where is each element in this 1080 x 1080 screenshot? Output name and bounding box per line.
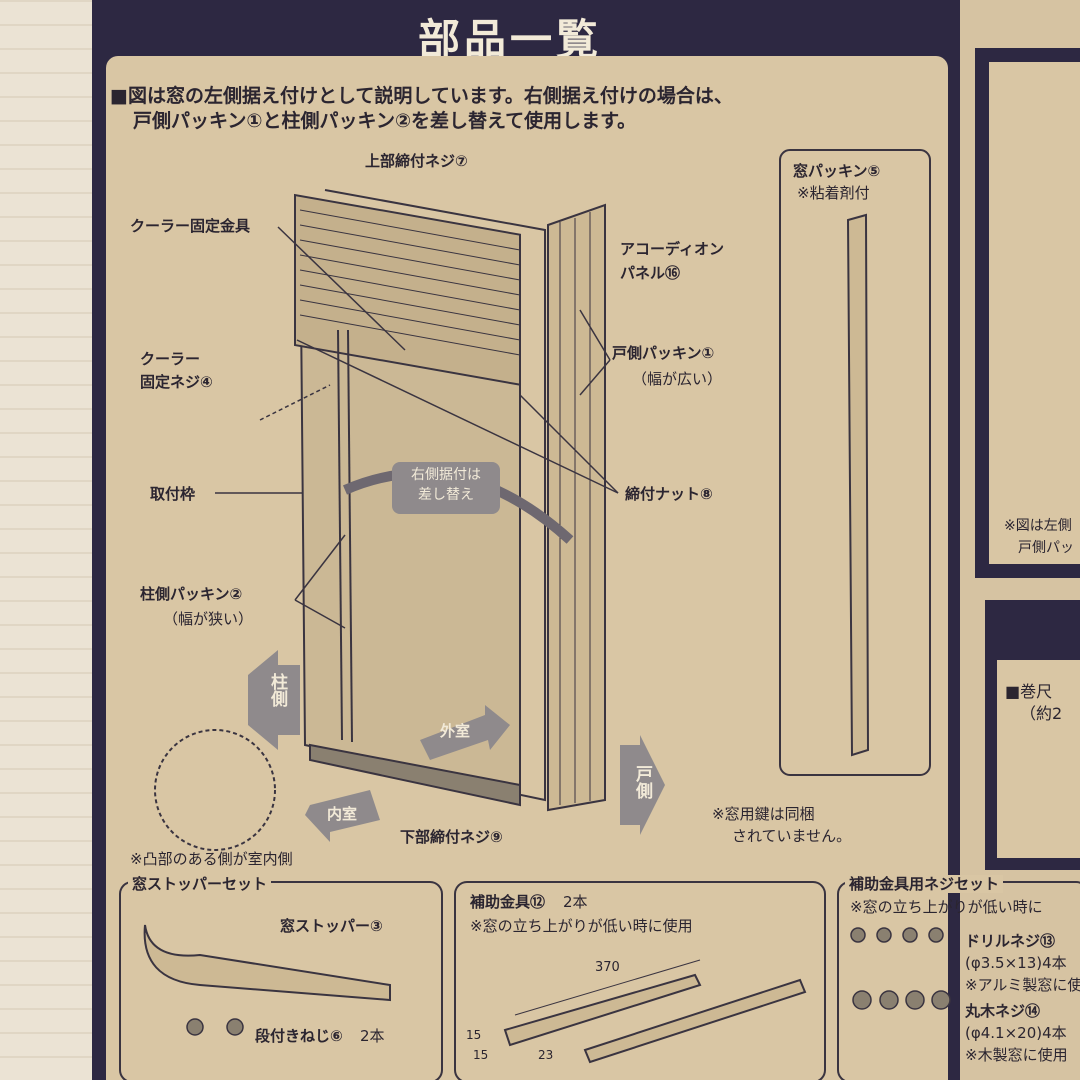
intro-line-2: 戸側パッキン①と柱側パッキン②を差し替えて使用します。 bbox=[133, 110, 637, 132]
right-note-2: 戸側パッ bbox=[1018, 540, 1074, 556]
dim-depth: 23 bbox=[538, 1048, 554, 1062]
wood-screw-note: ※木製窓に使用 bbox=[965, 1046, 1068, 1064]
right-panel-top bbox=[975, 48, 1080, 578]
wood-screw-spec: (φ4.1×20)4本 bbox=[965, 1024, 1067, 1042]
aux-bracket-note: ※窓の立ち上がりが低い時に使用 bbox=[470, 917, 693, 935]
drill-screw-note: ※アルミ製窓に使 bbox=[965, 976, 1080, 994]
stopper-set-heading: 窓ストッパーセット bbox=[128, 875, 272, 893]
label-bottom-screw: 下部締付ネジ⑨ bbox=[400, 828, 503, 846]
aux-screws-heading: 補助金具用ネジセット bbox=[845, 875, 1004, 893]
aux-screws-note: ※窓の立ち上がりが低い時に bbox=[850, 898, 1043, 916]
swap-note-2: 差し替え bbox=[418, 486, 474, 503]
key-note-1: ※窓用鍵は同梱 bbox=[712, 805, 815, 823]
label-door-side: 戸側 bbox=[632, 765, 652, 799]
convex-note: ※凸部のある側が室内側 bbox=[130, 850, 293, 868]
page-title: 部品一覧 bbox=[417, 15, 602, 64]
dim-width: 15 bbox=[473, 1048, 489, 1062]
step-screw-count: 2本 bbox=[360, 1027, 385, 1045]
label-pillar-side: 柱側 bbox=[267, 673, 287, 707]
label-mount-frame: 取付枠 bbox=[150, 485, 196, 503]
step-screw-label: 段付きねじ⑥ bbox=[255, 1027, 343, 1045]
right-note-1: ※図は左側 bbox=[1004, 518, 1072, 534]
label-nut: 締付ナット⑧ bbox=[625, 485, 713, 503]
label-pillar-packing-note: （幅が狭い） bbox=[163, 610, 254, 628]
tape-measure-note: （約2 bbox=[1020, 704, 1063, 723]
label-door-packing-note: （幅が広い） bbox=[632, 370, 723, 388]
label-adhesive: ※粘着剤付 bbox=[797, 184, 870, 202]
label-door-packing: 戸側パッキン① bbox=[612, 344, 715, 362]
label-pillar-packing: 柱側パッキン② bbox=[140, 585, 243, 603]
intro-line-1: ■図は窓の左側据え付けとして説明しています。右側据え付けの場合は、 bbox=[110, 85, 733, 107]
swap-note-1: 右側据付は bbox=[411, 467, 481, 483]
drill-screw-spec: (φ3.5×13)4本 bbox=[965, 954, 1067, 972]
label-cooler-screw-1: クーラー bbox=[140, 350, 201, 368]
label-top-screw: 上部締付ネジ⑦ bbox=[365, 152, 468, 170]
dim-length: 370 bbox=[595, 960, 620, 975]
background-wall bbox=[0, 0, 95, 1080]
aux-bracket-heading: 補助金具⑫ bbox=[470, 893, 546, 911]
tape-measure-label: ■巻尺 bbox=[1005, 682, 1053, 701]
key-note-2: されていません。 bbox=[732, 827, 852, 845]
wood-screw-label: 丸木ネジ⑭ bbox=[965, 1002, 1041, 1020]
label-accordion-1: アコーディオン bbox=[620, 240, 724, 258]
label-cooler-bracket: クーラー固定金具 bbox=[130, 217, 251, 235]
aux-bracket-count: 2本 bbox=[563, 893, 588, 911]
label-indoor: 内室 bbox=[327, 805, 358, 823]
drill-screw-label: ドリルネジ⑬ bbox=[965, 932, 1056, 950]
stopper-label: 窓ストッパー③ bbox=[280, 917, 383, 935]
label-cooler-screw-2: 固定ネジ④ bbox=[140, 373, 213, 391]
label-outdoor: 外室 bbox=[440, 722, 471, 740]
swap-note-bubble: 右側据付は差し替え bbox=[392, 462, 500, 514]
label-accordion-2: パネル⑯ bbox=[620, 264, 681, 282]
label-window-packing: 窓パッキン⑤ bbox=[793, 162, 881, 180]
right-panel-bottom bbox=[985, 600, 1080, 870]
dim-height: 15 bbox=[466, 1028, 482, 1042]
